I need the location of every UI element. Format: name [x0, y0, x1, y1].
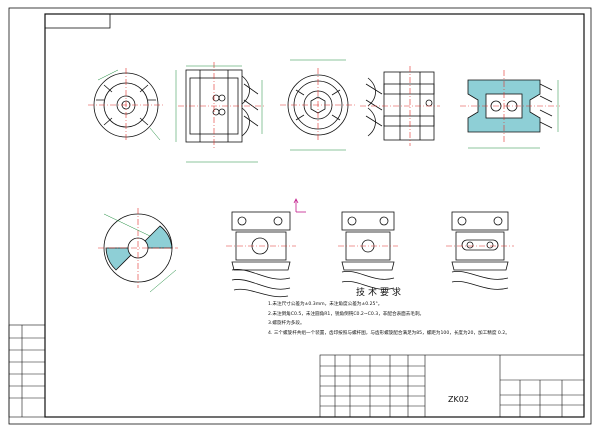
view-circular-section	[98, 208, 178, 293]
requirement-line: 1.未注尺寸公差为±0.3mm，未注角度公差为±0.25°。	[268, 302, 383, 307]
requirement-line: 2.未注倒角C0.5，未注圆角R1，锐角倒钝C0.2~C0.3，非配合表面去毛刺…	[268, 311, 425, 317]
view-section	[460, 70, 560, 149]
view-isometric-3	[446, 211, 514, 290]
left-strip	[8, 324, 46, 418]
axis-marker	[293, 198, 306, 213]
drawing-number: ZK02	[448, 395, 469, 404]
requirement-line: 4. 三个螺旋杆共组一个装置，齿印按照与螺杆图，与齿形螺旋配合满足为85，螺距为…	[268, 330, 510, 336]
outer-border	[8, 7, 592, 425]
view-isometric-2	[338, 211, 398, 290]
requirement-line: 3.螺旋杆为多段。	[268, 321, 305, 326]
view-round	[280, 59, 356, 151]
view-isometric-1	[226, 211, 296, 298]
view-front	[175, 62, 266, 163]
technical-requirements-heading: 技术要求	[356, 288, 405, 298]
view-gear-end	[88, 68, 164, 142]
view-side	[360, 66, 440, 146]
technical-requirements-list: 1.未注尺寸公差为±0.3mm，未注角度公差为±0.25°。 2.未注倒角C0.…	[268, 300, 598, 338]
title-block	[319, 354, 585, 418]
code-box	[44, 13, 111, 29]
inner-frame	[44, 13, 585, 418]
